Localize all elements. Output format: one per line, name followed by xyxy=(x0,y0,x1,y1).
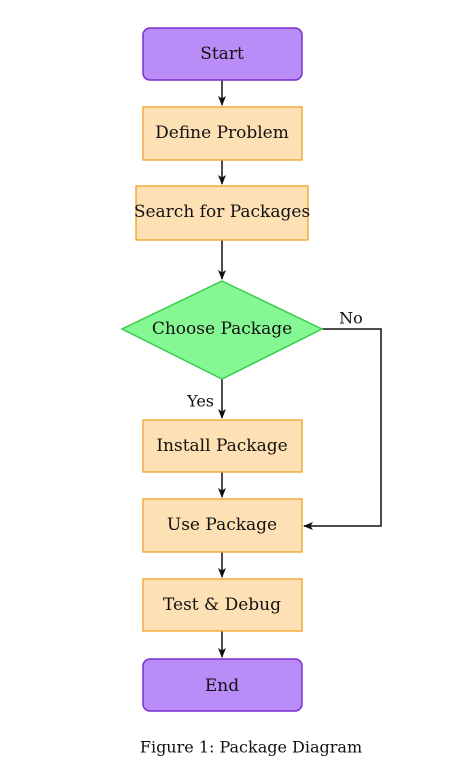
node-install-package: Install Package xyxy=(142,419,303,473)
use-package-label: Use Package xyxy=(167,515,277,535)
node-search-packages: Search for Packages xyxy=(134,185,310,241)
node-end: End xyxy=(142,658,303,712)
node-use-package: Use Package xyxy=(142,498,303,553)
install-package-label: Install Package xyxy=(156,436,287,456)
node-choose-package: Choose Package xyxy=(120,280,324,380)
end-label: End xyxy=(205,676,239,696)
choose-package-decision-shape xyxy=(120,280,324,380)
install-package-process-shape xyxy=(142,419,303,473)
search-packages-process-shape xyxy=(135,185,309,241)
figure-caption: Figure 1: Package Diagram xyxy=(140,738,362,757)
no-edge-label: No xyxy=(339,309,363,328)
edge-choose-no-to-use xyxy=(303,328,382,530)
search-packages-label: Search for Packages xyxy=(134,202,310,222)
start-label: Start xyxy=(200,44,244,64)
define-problem-process-shape xyxy=(142,106,303,161)
start-terminal-shape xyxy=(142,27,303,81)
test-debug-process-shape xyxy=(142,578,303,632)
choose-package-label: Choose Package xyxy=(152,319,292,339)
yes-edge-label: Yes xyxy=(186,392,214,411)
node-start: Start xyxy=(142,27,303,81)
end-terminal-shape xyxy=(142,658,303,712)
use-package-process-shape xyxy=(142,498,303,553)
node-define-problem: Define Problem xyxy=(142,106,303,161)
edges xyxy=(218,80,382,658)
define-problem-label: Define Problem xyxy=(155,123,289,143)
test-debug-label: Test & Debug xyxy=(163,595,281,615)
node-test-debug: Test & Debug xyxy=(142,578,303,632)
